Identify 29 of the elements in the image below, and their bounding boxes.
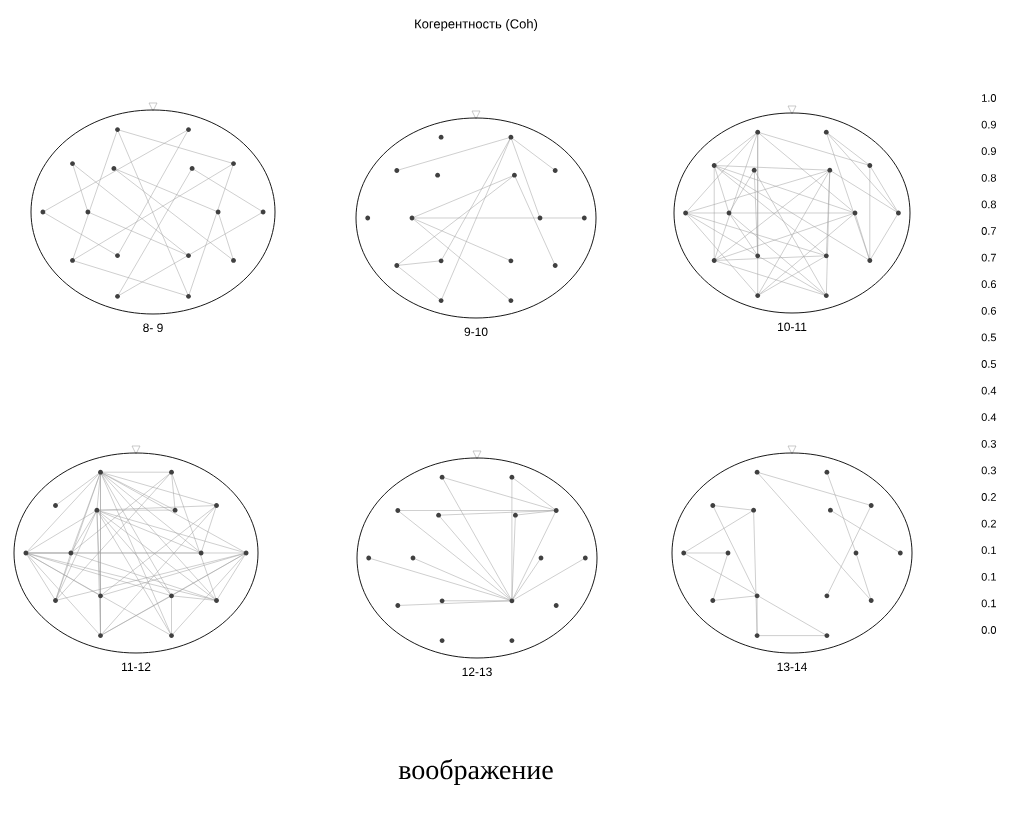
scale-value: 0.4 bbox=[981, 386, 997, 395]
scale-value: 0.8 bbox=[981, 200, 996, 209]
map-label: 10-11 bbox=[778, 322, 807, 331]
scale-value: 0.2 bbox=[981, 493, 996, 501]
scale-value: 1.0 bbox=[982, 94, 997, 102]
scale-value: 0.5 bbox=[981, 333, 997, 342]
map-label: 11-12 bbox=[122, 662, 151, 671]
scale-value: 0.7 bbox=[981, 227, 996, 235]
scale-value: 0.4 bbox=[981, 413, 997, 422]
scale-value: 0.7 bbox=[981, 253, 996, 262]
chart-title: Когерентность (Coh) bbox=[415, 18, 538, 32]
scale-value: 0.6 bbox=[981, 306, 996, 315]
scale-value: 0.3 bbox=[981, 439, 996, 448]
map-label: 8- 9 bbox=[143, 323, 163, 332]
scale-value: 0.1 bbox=[981, 546, 996, 555]
scale-value: 0.1 bbox=[981, 599, 996, 608]
scale-value: 0.9 bbox=[981, 120, 996, 129]
scale-value: 0.9 bbox=[981, 147, 996, 156]
map-label: 12-13 bbox=[462, 667, 492, 676]
scale-value: 0.0 bbox=[981, 626, 997, 634]
scale-value: 0.6 bbox=[981, 280, 996, 289]
scale-value: 0.8 bbox=[981, 173, 996, 182]
map-label: 13-14 bbox=[777, 662, 807, 671]
scale-value: 0.2 bbox=[981, 519, 996, 528]
caption: воображение bbox=[398, 759, 553, 785]
scale-value: 0.3 bbox=[981, 466, 996, 475]
map-label: 9-10 bbox=[464, 327, 488, 336]
scale-value: 0.1 bbox=[981, 572, 996, 581]
scale-value: 0.5 bbox=[981, 360, 997, 368]
